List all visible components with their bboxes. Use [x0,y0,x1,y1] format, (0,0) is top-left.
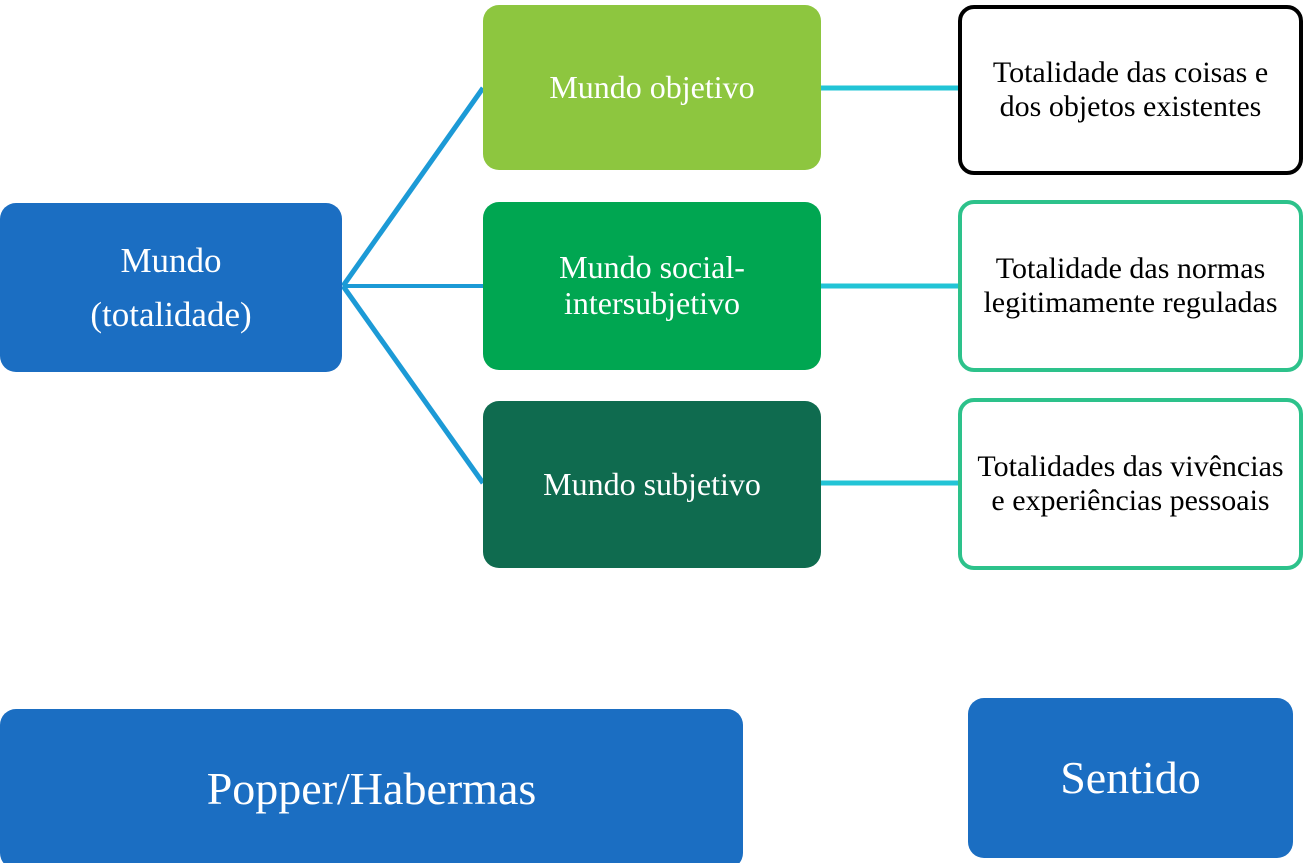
connector-root-to-subjetivo [340,284,486,485]
node-mundo-subjetivo-label: Mundo subjetivo [543,465,761,502]
node-description-subjetivo-text: Totalidades das vivências e experiências… [977,450,1284,517]
node-popper-habermas-label: Popper/Habermas [206,763,537,815]
node-description-social[interactable]: Totalidade das normas legitimamente regu… [958,200,1303,372]
node-mundo-social-label-line2: intersubjetivo [564,285,740,321]
node-mundo-social-intersubjetivo[interactable]: Mundo social- intersubjetivo [483,202,821,370]
connector-root-to-objetivo [340,86,486,288]
node-sentido-label: Sentido [1060,752,1201,804]
node-description-objetivo[interactable]: Totalidade das coisas e dos objetos exis… [958,5,1303,175]
node-mundo-subjetivo[interactable]: Mundo subjetivo [483,401,821,568]
node-popper-habermas[interactable]: Popper/Habermas [0,709,743,863]
node-mundo-objetivo-label: Mundo objetivo [549,68,755,105]
node-sentido[interactable]: Sentido [968,698,1293,858]
node-description-social-text: Totalidade das normas legitimamente regu… [983,252,1278,319]
node-description-objetivo-text: Totalidade das coisas e dos objetos exis… [992,56,1269,123]
node-mundo-totalidade-label-line1: Mundo [120,241,222,281]
node-mundo-totalidade[interactable]: Mundo (totalidade) [0,203,342,372]
node-description-subjetivo[interactable]: Totalidades das vivências e experiências… [958,398,1303,570]
node-mundo-totalidade-label-line2: (totalidade) [90,294,252,334]
node-mundo-social-label-line1: Mundo social- [559,249,745,286]
node-mundo-objetivo[interactable]: Mundo objetivo [483,5,821,170]
